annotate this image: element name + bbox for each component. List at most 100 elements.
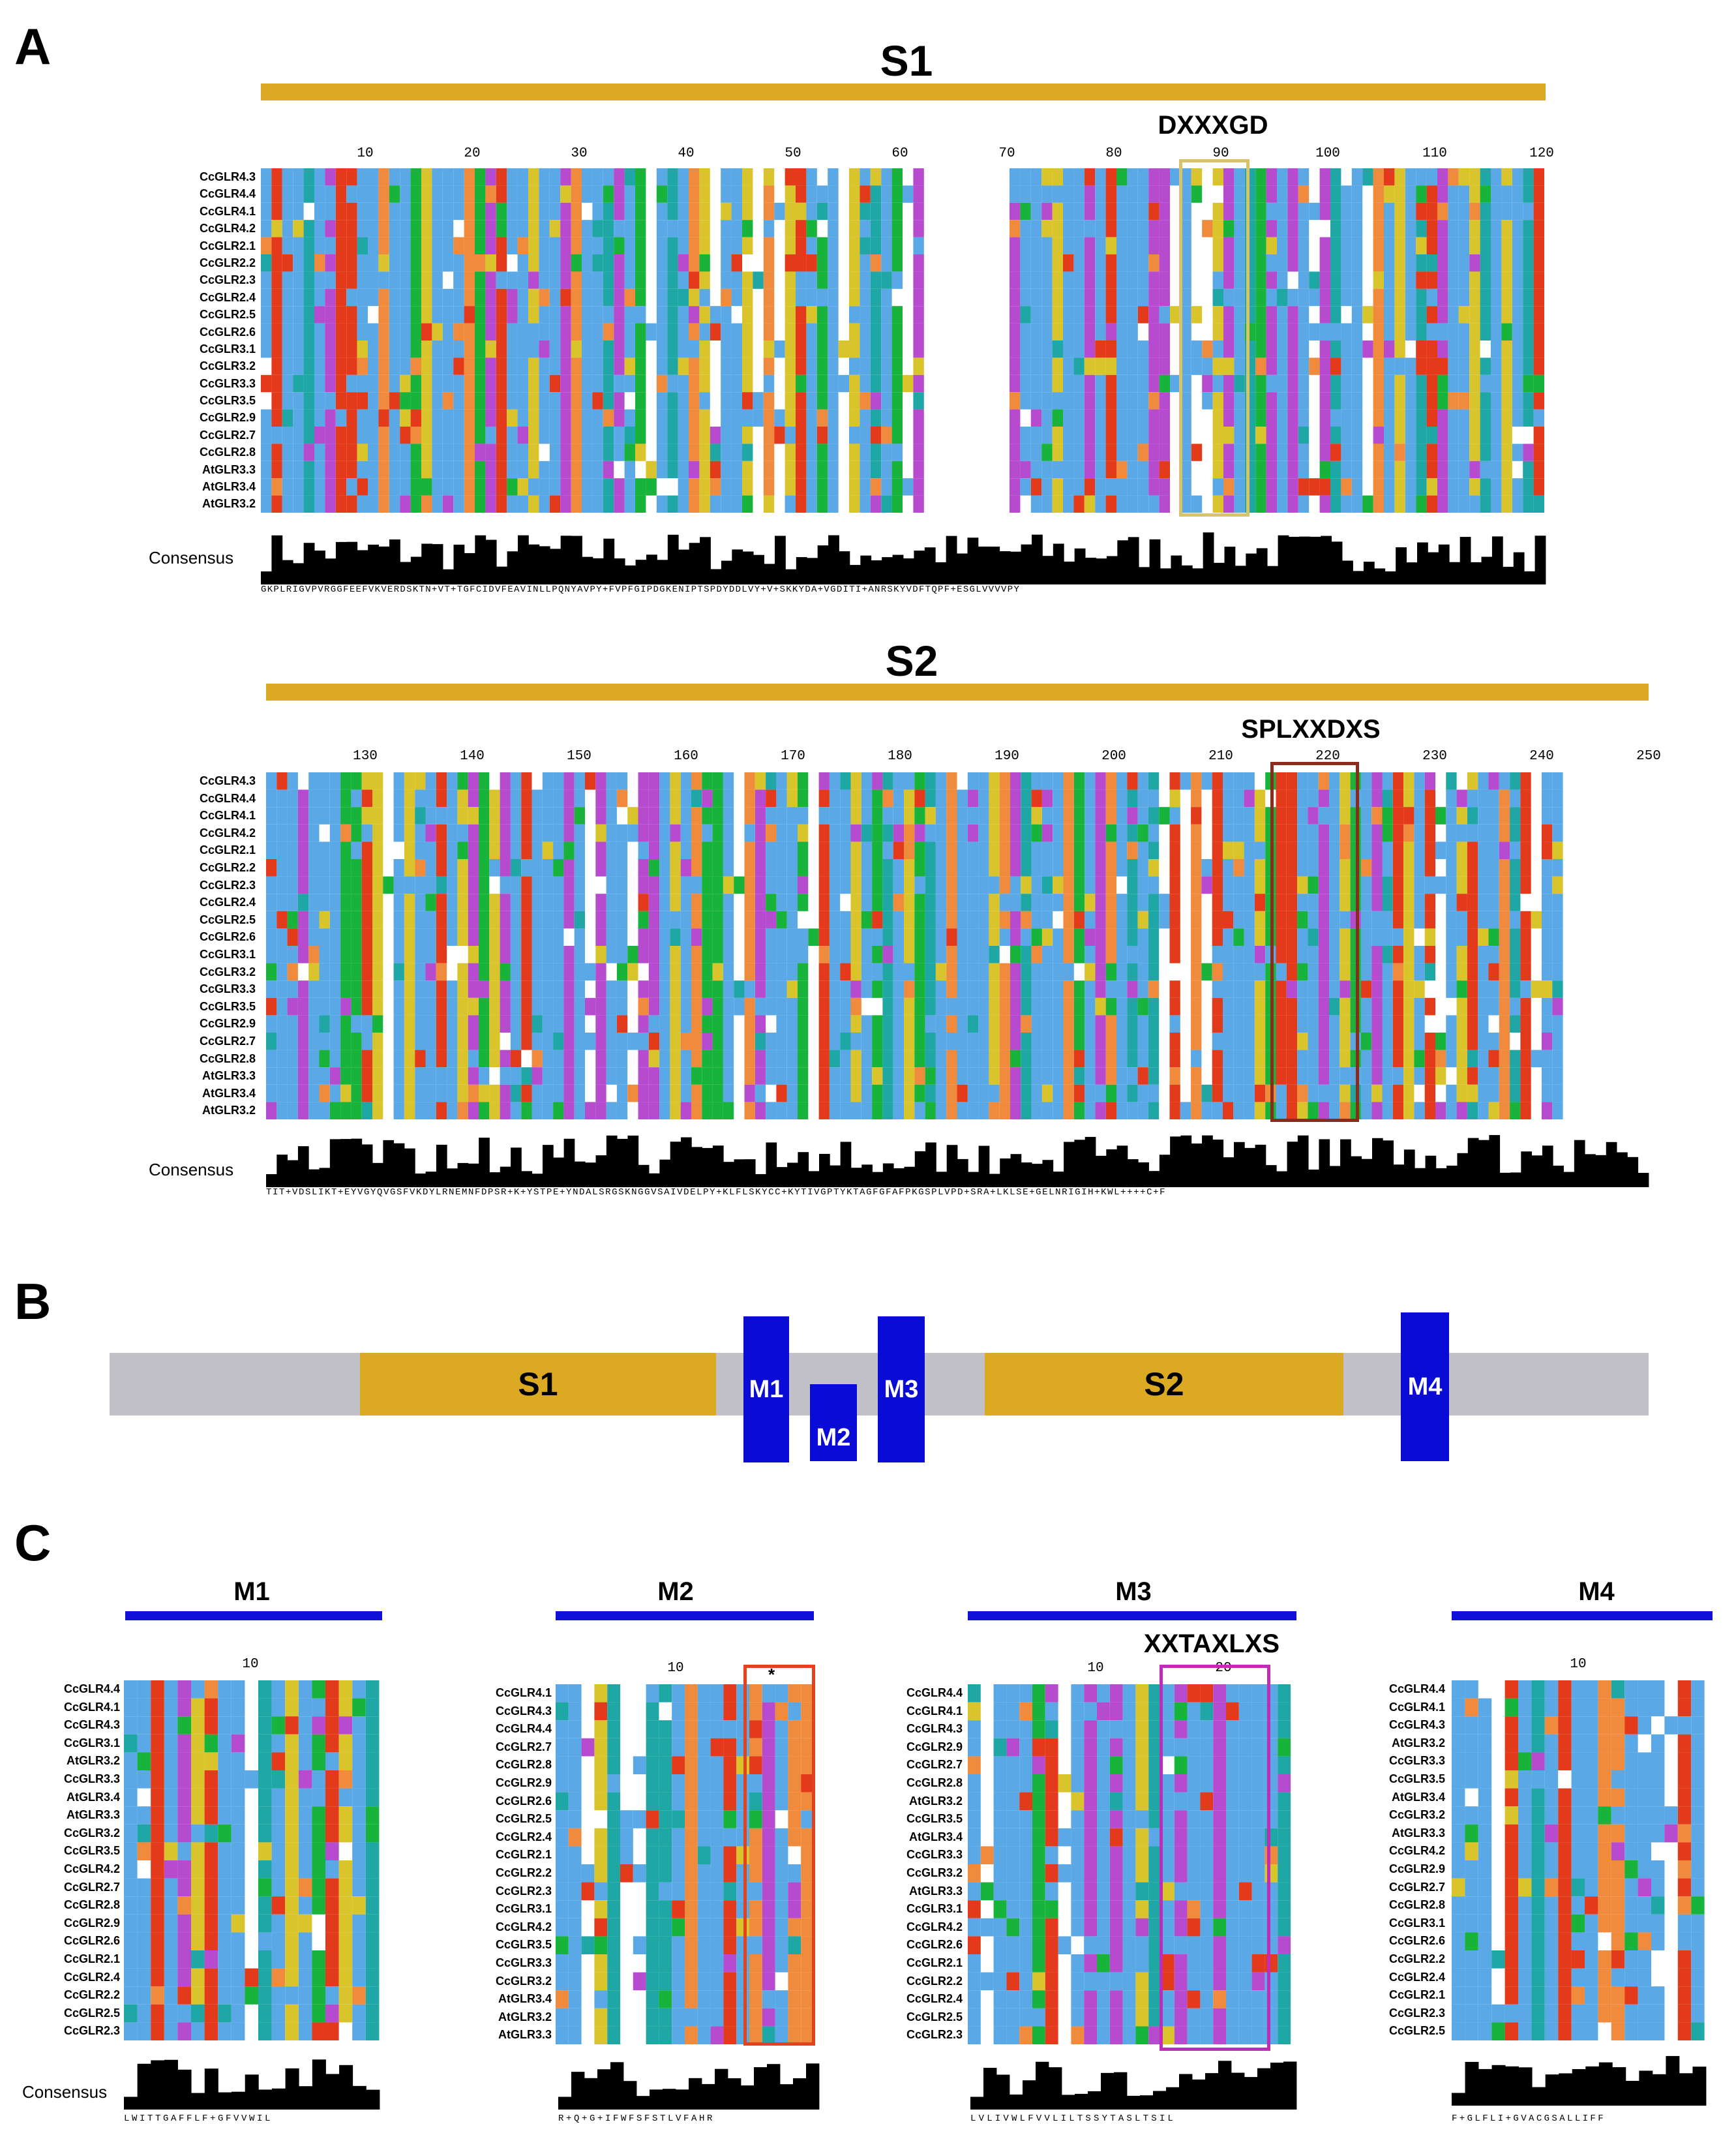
residue-cell — [1552, 1102, 1563, 1119]
residue-cell — [1041, 946, 1053, 963]
residue-cell — [1041, 374, 1053, 393]
residue-cell — [1277, 202, 1288, 220]
residue-cell — [828, 254, 839, 272]
residue-cell — [1480, 237, 1491, 254]
residue-cell — [744, 1050, 755, 1068]
residue-cell — [571, 288, 582, 307]
residue-cell — [1403, 859, 1414, 877]
residue-cell — [946, 980, 957, 998]
residue-cell — [432, 392, 443, 410]
residue-cell — [829, 772, 841, 790]
residue-cell — [1254, 894, 1266, 911]
residue-cell — [1223, 220, 1235, 237]
residue-cell — [271, 1896, 286, 1915]
residue-cell — [840, 1033, 851, 1050]
residue-cell — [464, 237, 475, 254]
consensus-bar — [1042, 1160, 1054, 1187]
residue-cell — [1095, 894, 1106, 911]
residue-cell — [266, 841, 277, 859]
residue-cell — [1053, 1050, 1064, 1068]
residue-cell — [1116, 444, 1128, 461]
residue-cell — [861, 1067, 873, 1085]
consensus-bar — [1524, 571, 1535, 584]
residue-cell — [1501, 220, 1512, 237]
residue-cell — [1159, 254, 1170, 272]
residue-cell — [1276, 1015, 1287, 1033]
consensus-bar — [924, 547, 936, 584]
residue-cell — [298, 1770, 312, 1789]
residue-cell — [560, 341, 571, 358]
residue-cell — [1287, 288, 1298, 307]
residue-cell — [999, 1033, 1010, 1050]
residue-cell — [638, 1067, 649, 1085]
residue-cell — [507, 323, 518, 341]
residue-cell — [1254, 841, 1266, 859]
residue-cell — [335, 288, 347, 307]
residue-cell — [1084, 341, 1096, 358]
residue-cell — [635, 341, 646, 358]
residue-cell — [531, 841, 543, 859]
residue-cell — [1318, 1102, 1329, 1119]
residue-cell — [689, 271, 700, 289]
residue-cell — [1542, 824, 1553, 842]
residue-cell — [1233, 859, 1244, 877]
residue-cell — [1169, 980, 1180, 998]
residue-cell — [1384, 306, 1395, 324]
residue-cell — [635, 409, 646, 427]
residue-cell — [1499, 1084, 1510, 1102]
residue-cell — [1244, 859, 1255, 877]
residue-cell — [1512, 202, 1523, 220]
residue-cell — [404, 876, 415, 894]
residue-cell — [1116, 478, 1128, 496]
residue-cell — [1191, 495, 1203, 513]
residue-cell — [1341, 237, 1352, 254]
residue-cell — [365, 1680, 380, 1699]
residue-cell — [1073, 478, 1085, 496]
residue-cell — [616, 963, 628, 981]
residue-cell — [603, 392, 614, 410]
residue-cell — [731, 478, 742, 496]
residue-cell — [829, 1067, 841, 1085]
residue-cell — [432, 271, 443, 289]
residue-cell — [479, 1067, 490, 1085]
residue-cell — [1030, 427, 1042, 444]
residue-cell — [1499, 980, 1510, 998]
residue-cell — [1298, 185, 1309, 203]
residue-cell — [1456, 997, 1467, 1016]
residue-cell — [1520, 963, 1531, 981]
residue-cell — [340, 789, 352, 808]
residue-cell — [1339, 772, 1351, 790]
residue-cell — [1437, 185, 1448, 203]
residue-cell — [1392, 859, 1404, 877]
residue-cell — [421, 427, 432, 444]
consensus-bar — [850, 1168, 862, 1187]
residue-cell — [881, 495, 892, 513]
residue-cell — [261, 444, 272, 461]
residue-cell — [1169, 772, 1180, 790]
residue-cell — [1520, 772, 1531, 790]
residue-cell — [1148, 789, 1160, 808]
residue-cell — [603, 202, 614, 220]
residue-cell — [1030, 444, 1042, 461]
residue-cell — [308, 928, 320, 946]
residue-cell — [325, 220, 336, 237]
residue-cell — [829, 1084, 841, 1102]
residue-cell — [1116, 288, 1128, 307]
residue-cell — [277, 911, 288, 929]
residue-cell — [563, 1102, 575, 1119]
residue-cell — [177, 1950, 191, 1969]
residue-cell — [1448, 478, 1459, 496]
residue-cell — [1212, 444, 1223, 461]
residue-cell — [1394, 306, 1405, 324]
residue-cell — [231, 1878, 245, 1897]
residue-cell — [1031, 789, 1042, 808]
residue-cell — [357, 495, 368, 513]
residue-cell — [978, 807, 989, 825]
residue-cell — [946, 841, 957, 859]
residue-cell — [1063, 409, 1074, 427]
residue-cell — [763, 237, 775, 254]
residue-cell — [1052, 271, 1063, 289]
residue-cell — [1458, 185, 1470, 203]
sequence-name: CcGLR2.6 — [199, 930, 256, 944]
